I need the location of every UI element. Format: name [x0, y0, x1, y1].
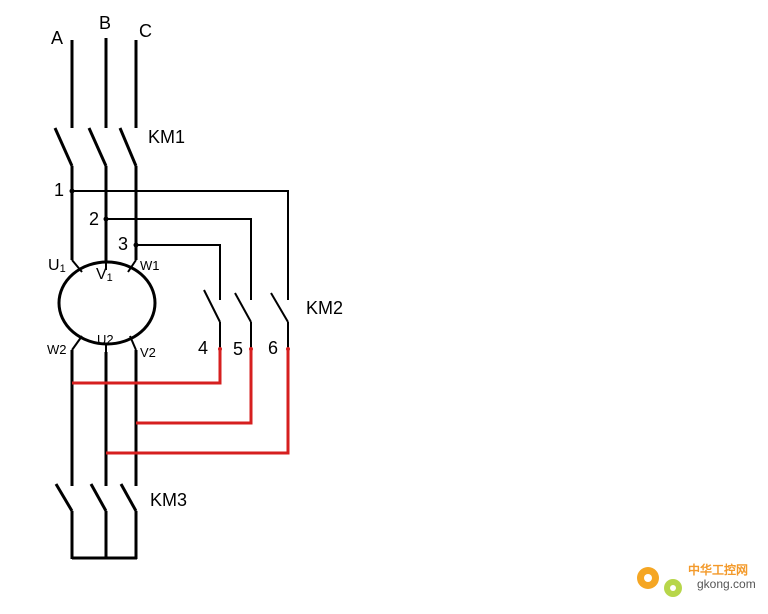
km1-label: KM1: [148, 127, 185, 147]
terminal-w1: W1: [140, 258, 160, 273]
terminal-u2: U2: [97, 332, 114, 347]
motor-to-km3-lines: [70, 350, 138, 486]
terminal-w2: W2: [47, 342, 67, 357]
node-3-label: 3: [118, 234, 128, 254]
phase-c-label: C: [139, 21, 152, 41]
phase-b-label: B: [99, 13, 111, 33]
phase-a-label: A: [51, 28, 63, 48]
star-point: [70, 511, 138, 560]
node-6-label: 6: [268, 338, 278, 358]
terminal-v2: V2: [140, 345, 156, 360]
gear-icon: [637, 567, 682, 597]
node-1-label: 1: [54, 180, 64, 200]
km2-contacts: [203, 289, 289, 349]
tap-wires: [69, 188, 289, 300]
km2-label: KM2: [306, 298, 343, 318]
watermark-cn: 中华工控网: [688, 562, 748, 577]
node-4-label: 4: [198, 338, 208, 358]
watermark: 中华工控网 gkong.com: [637, 562, 756, 597]
km3-contacts: [54, 483, 138, 512]
node-2-label: 2: [89, 209, 99, 229]
supply-lines: [70, 38, 138, 128]
terminal-v1: V1: [96, 266, 113, 284]
km3-label: KM3: [150, 490, 187, 510]
motor: [57, 259, 157, 352]
delta-link-wires: [72, 347, 290, 455]
node-5-label: 5: [233, 339, 243, 359]
watermark-en: gkong.com: [697, 577, 756, 591]
km1-contacts: [53, 127, 138, 167]
terminal-u1: U1: [48, 257, 66, 275]
